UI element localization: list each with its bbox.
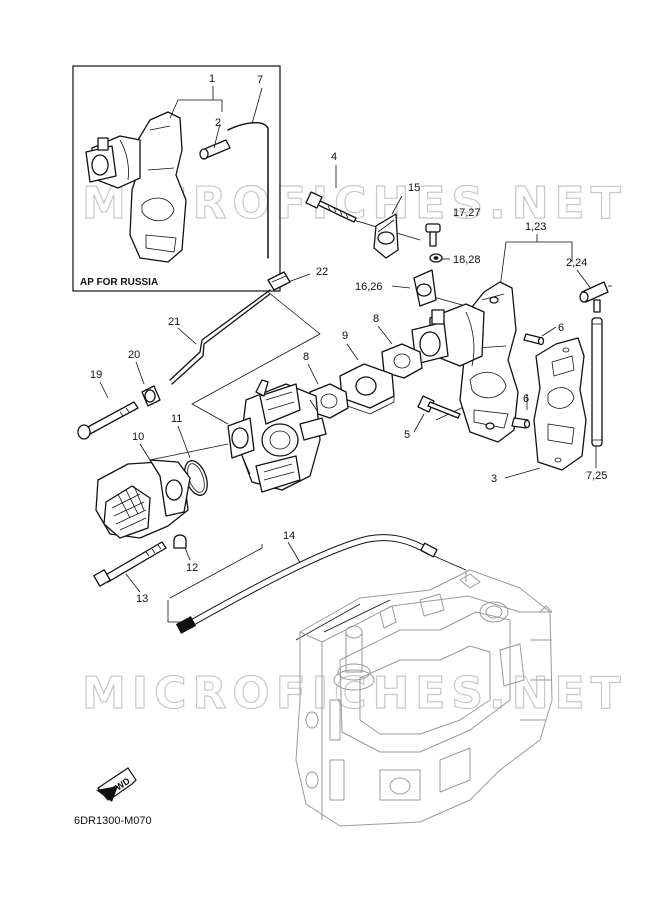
callout-1: 1 <box>209 73 215 85</box>
clip-16-26 <box>413 269 437 307</box>
bolt-4 <box>305 191 357 223</box>
callout-10: 10 <box>132 431 144 443</box>
dowel-pin-6a <box>523 333 545 346</box>
callout-17-27: 17,27 <box>453 207 481 219</box>
fwd-arrow-icon: FWD <box>96 767 137 802</box>
clamp-15 <box>373 213 399 259</box>
callout-18-28: 18,28 <box>453 254 481 266</box>
bolt-13 <box>93 541 167 587</box>
callout-5: 5 <box>404 429 410 441</box>
callout-13: 13 <box>136 593 148 605</box>
callout-15: 15 <box>408 182 420 194</box>
inset-russia: AP FOR RUSSIA <box>72 65 281 292</box>
powerhead-block <box>295 569 553 827</box>
dowel-pin-6b <box>511 417 531 429</box>
bolt-19 <box>77 401 139 440</box>
watermark-bottom: MICROFICHES.NET <box>82 668 627 719</box>
carburetor <box>227 379 327 493</box>
gasket-3 <box>533 337 587 471</box>
callout-6b: 6 <box>523 393 529 405</box>
callout-22: 22 <box>316 266 328 278</box>
silencer-10 <box>95 459 191 539</box>
callout-11: 11 <box>171 413 182 425</box>
inset-frame <box>72 65 281 292</box>
callout-6a: 6 <box>558 322 564 334</box>
callout-14: 14 <box>283 530 295 542</box>
callout-21: 21 <box>168 316 180 328</box>
bolt-5 <box>417 395 461 419</box>
inset-caption: AP FOR RUSSIA <box>80 277 158 288</box>
clip-22 <box>267 271 291 291</box>
callout-8b: 8 <box>303 351 309 363</box>
callout-2: 2 <box>215 117 221 129</box>
callout-19: 19 <box>90 369 102 381</box>
inset-intake-manifold <box>85 111 187 263</box>
callout-3: 3 <box>491 473 497 485</box>
diagram-id: 6DR1300-M070 <box>74 815 152 827</box>
callout-16-26: 16,26 <box>355 281 383 293</box>
screw-17-27 <box>425 223 441 247</box>
callouts: 1 2 7 4 15 17,27 18,28 1,23 2,24 22 16,2… <box>90 73 607 605</box>
washer-20 <box>141 385 161 407</box>
link-rod-21 <box>169 289 271 385</box>
inset-fitting <box>199 139 231 160</box>
callout-2-24: 2,24 <box>566 257 587 269</box>
callout-7: 7 <box>257 74 263 86</box>
washer-hole <box>433 256 439 260</box>
hose-7-25 <box>591 317 603 447</box>
manifold-nipple <box>431 309 445 325</box>
intake-manifold-1-23 <box>411 281 519 443</box>
inset-hose-inner <box>227 122 269 259</box>
callout-9: 9 <box>342 330 348 342</box>
hose-14 <box>175 534 438 634</box>
fitting-2-24 <box>579 281 612 313</box>
callout-1-23: 1,23 <box>525 221 546 233</box>
callout-8a: 8 <box>373 313 379 325</box>
callout-4: 4 <box>331 151 337 163</box>
grommet-12 <box>173 534 187 549</box>
callout-12: 12 <box>186 562 198 574</box>
callout-7-25: 7,25 <box>586 470 607 482</box>
callout-20: 20 <box>128 349 140 361</box>
